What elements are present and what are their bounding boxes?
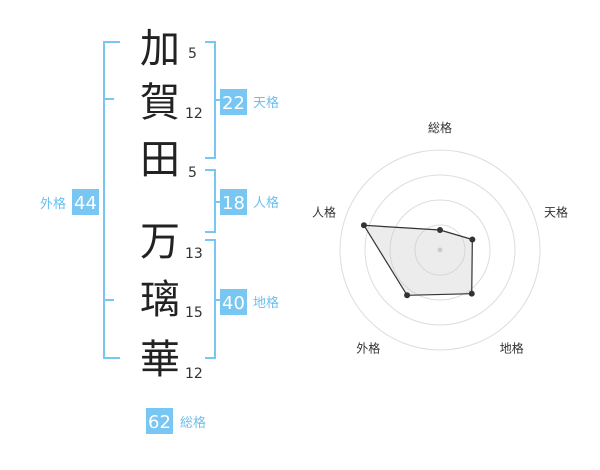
chikaku-bracket bbox=[205, 239, 216, 359]
radar-ring bbox=[414, 224, 466, 276]
radar-ring bbox=[364, 174, 516, 326]
radar-center bbox=[437, 247, 443, 253]
chikaku-badge bbox=[220, 289, 247, 315]
jinkaku-value: 18 bbox=[222, 193, 245, 214]
tenkaku-badge bbox=[220, 89, 247, 115]
name-char: 万 bbox=[140, 219, 180, 265]
name-char: 璃 bbox=[140, 277, 180, 323]
tenkaku-value: 22 bbox=[222, 93, 245, 114]
stroke-count: 12 bbox=[185, 106, 203, 122]
tenkaku-label: 天格 bbox=[253, 95, 279, 111]
stroke-count: 5 bbox=[188, 46, 197, 62]
radar-axis-label: 総格 bbox=[428, 120, 452, 135]
name-char: 加 bbox=[140, 26, 180, 72]
radar-ring bbox=[339, 149, 541, 351]
gaikaku-label: 外格 bbox=[40, 196, 66, 212]
radar-point bbox=[469, 236, 476, 243]
stroke-count: 13 bbox=[185, 246, 203, 262]
name-characters: 加 5 賀 12 田 5 万 13 璃 15 華 12 bbox=[140, 26, 203, 383]
chikaku-label: 地格 bbox=[253, 295, 279, 311]
radar-axis-label: 外格 bbox=[356, 341, 380, 356]
radar-axis-label: 地格 bbox=[500, 341, 524, 356]
chikaku-value: 40 bbox=[222, 293, 245, 314]
gaikaku-value: 44 bbox=[74, 193, 97, 214]
radar-point bbox=[404, 292, 411, 299]
tenkaku-bracket bbox=[205, 41, 216, 159]
soukaku-value: 62 bbox=[148, 412, 171, 433]
radar-axis-label: 天格 bbox=[544, 204, 568, 219]
gaikaku-badge bbox=[72, 189, 99, 215]
name-char: 田 bbox=[140, 137, 180, 183]
radar-axis-label: 人格 bbox=[312, 204, 336, 219]
name-char: 華 bbox=[140, 337, 180, 383]
soukaku-label: 総格 bbox=[180, 415, 206, 431]
stroke-count: 15 bbox=[185, 305, 203, 321]
soukaku-badge bbox=[146, 408, 173, 434]
radar-point bbox=[360, 222, 367, 229]
name-char: 賀 bbox=[140, 80, 180, 126]
jinkaku-badge bbox=[220, 189, 247, 215]
radar-point bbox=[437, 227, 443, 233]
stroke-count: 5 bbox=[188, 165, 197, 181]
stroke-count: 12 bbox=[185, 366, 203, 382]
radar-point bbox=[468, 290, 475, 297]
jinkaku-label: 人格 bbox=[253, 195, 279, 211]
jinkaku-bracket bbox=[205, 169, 216, 233]
radar-ring bbox=[389, 199, 491, 301]
radar-polygon bbox=[362, 224, 473, 296]
gaikaku-bracket bbox=[103, 41, 120, 359]
